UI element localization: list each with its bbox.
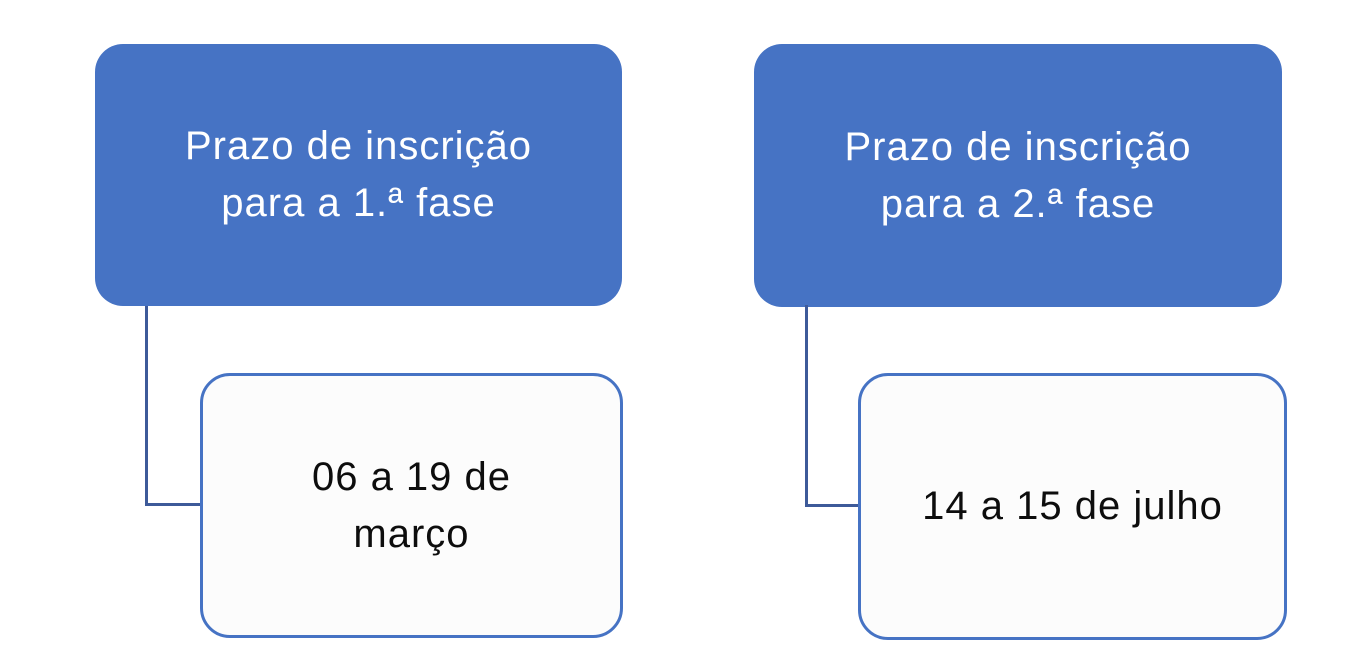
connector-fase1 bbox=[145, 306, 200, 506]
child-fase1-line2: março bbox=[353, 511, 470, 556]
parent-fase2-line1: Prazo de inscrição bbox=[844, 124, 1192, 169]
parent-node-fase2-label: Prazo de inscrição para a 2.ª fase bbox=[832, 119, 1203, 233]
child-fase2-line1: 14 a 15 de julho bbox=[922, 484, 1223, 528]
parent-fase2-line2: para a 2.ª fase bbox=[880, 181, 1156, 226]
child-node-fase1-dates: 06 a 19 de março bbox=[200, 373, 623, 638]
child-node-fase1-label: 06 a 19 de março bbox=[300, 449, 523, 563]
connector-fase2 bbox=[805, 305, 858, 507]
parent-node-fase2: Prazo de inscrição para a 2.ª fase bbox=[754, 44, 1282, 307]
parent-node-fase1: Prazo de inscrição para a 1.ª fase bbox=[95, 44, 622, 306]
parent-node-fase1-label: Prazo de inscrição para a 1.ª fase bbox=[173, 118, 544, 232]
child-node-fase2-label: 14 a 15 de julho bbox=[910, 478, 1235, 535]
child-fase1-line1: 06 a 19 de bbox=[311, 454, 512, 499]
parent-fase1-line1: Prazo de inscrição bbox=[184, 124, 533, 168]
child-node-fase2-dates: 14 a 15 de julho bbox=[858, 373, 1287, 640]
parent-fase1-line2: para a 1.ª fase bbox=[221, 181, 496, 225]
